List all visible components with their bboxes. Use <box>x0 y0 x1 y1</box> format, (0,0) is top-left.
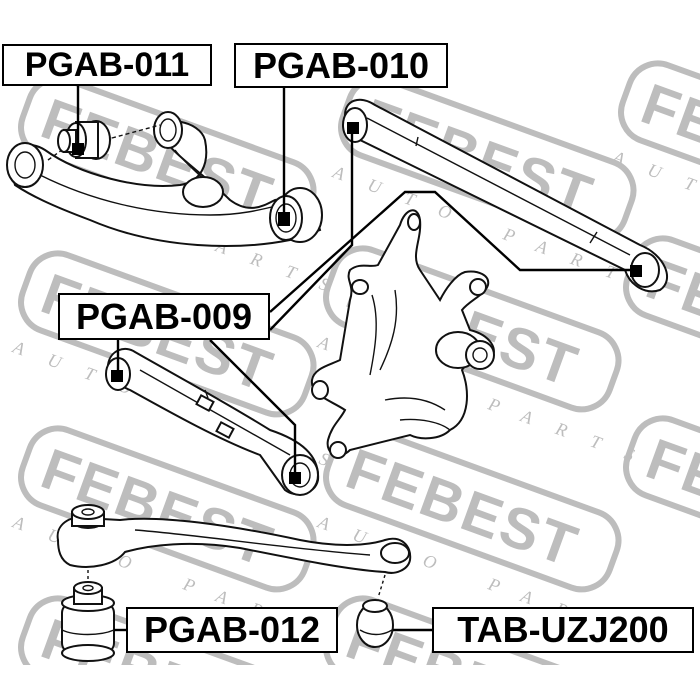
part-number: PGAB-012 <box>143 609 321 650</box>
lower-arm-drawing <box>56 504 412 662</box>
part-label-tab-uzj200: TAB-UZJ200 <box>432 607 694 653</box>
part-label-pgab-010: PGAB-010 <box>234 43 448 88</box>
part-label-pgab-011: PGAB-011 <box>2 44 212 86</box>
bushing-markers <box>72 122 642 484</box>
upper-control-arm-drawing <box>6 111 323 247</box>
leader-lines <box>76 84 636 632</box>
part-number: PGAB-009 <box>75 295 253 337</box>
part-number: TAB-UZJ200 <box>457 609 669 650</box>
knuckle-drawing <box>310 209 495 459</box>
part-label-pgab-012: PGAB-012 <box>126 607 338 653</box>
part-label-pgab-009: PGAB-009 <box>58 293 270 340</box>
part-number: PGAB-010 <box>252 44 430 86</box>
part-number: PGAB-011 <box>24 46 190 84</box>
toe-arm-drawing <box>105 347 320 496</box>
